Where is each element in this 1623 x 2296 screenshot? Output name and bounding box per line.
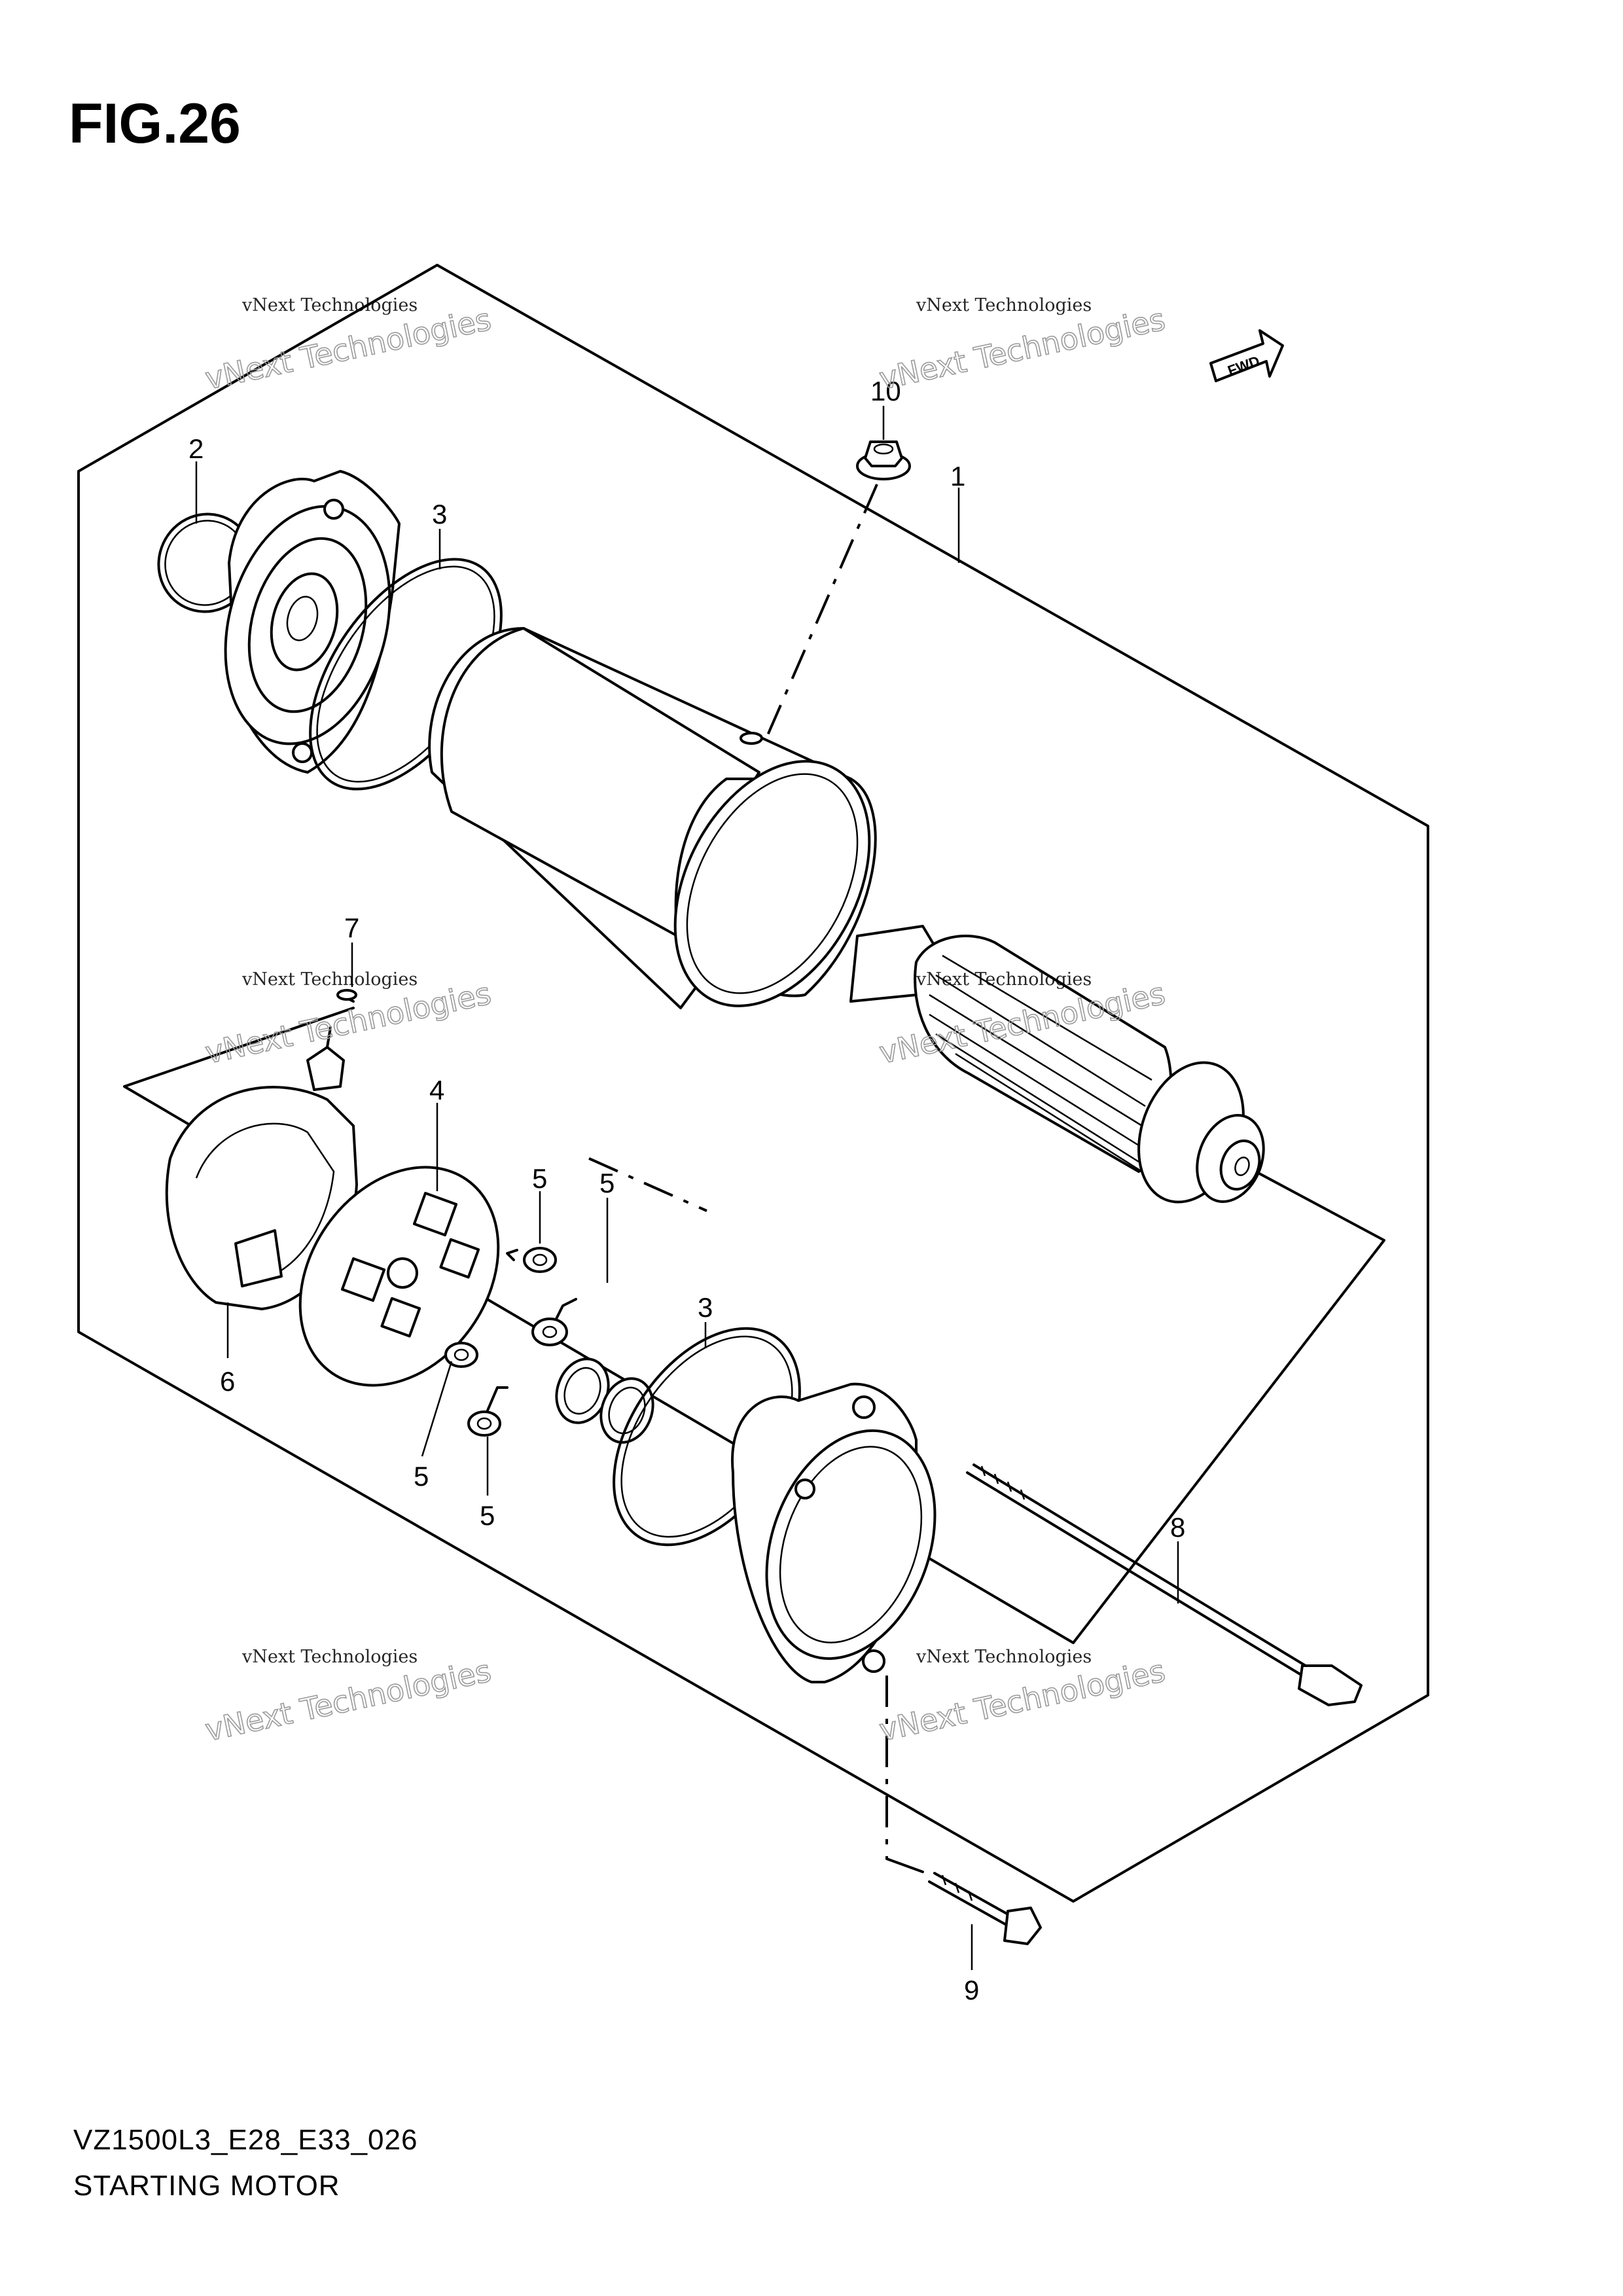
brush-part-5-b [531,1298,577,1346]
rear-cover-part-6 [165,1026,358,1310]
motor-yoke [428,627,877,1009]
armature [849,925,1265,1204]
callout-6: 6 [220,1366,235,1397]
brush-assembly-boundary [123,1007,1385,1644]
watermark-1: vNext Technologies vNext Technologies [202,295,495,397]
fwd-arrow-icon: FWD [1209,329,1284,382]
svg-text:vNext Technologies: vNext Technologies [202,1653,494,1748]
brush-part-5-d [467,1386,508,1437]
callout-4: 4 [429,1075,444,1105]
alignment-line-bolt-end [885,1857,924,1873]
svg-text:vNext Technologies: vNext Technologies [916,1647,1092,1667]
callout-5-a: 5 [532,1163,547,1194]
figure-title: FIG.26 [69,92,241,155]
flange-nut-part-10 [856,440,911,480]
rear-housing [731,1382,936,1683]
brush-part-5-c [444,1342,478,1368]
watermark-5: vNext Technologies vNext Technologies [202,1647,495,1748]
svg-text:vNext Technologies: vNext Technologies [241,969,418,990]
leader-lines [195,406,1179,1970]
alignment-line-brush [588,1157,707,1212]
svg-text:vNext Technologies: vNext Technologies [916,295,1092,315]
callout-5-b: 5 [599,1168,615,1198]
svg-text:vNext Technologies: vNext Technologies [876,1653,1168,1748]
assembly-boundary [77,264,1429,1903]
screw-part-7 [336,989,357,1003]
callout-2: 2 [188,433,204,464]
flange-bolt-part-9 [928,1872,1042,1945]
figure-name: STARTING MOTOR [73,2170,340,2202]
callout-5-d: 5 [480,1500,495,1531]
front-housing [224,470,401,774]
svg-text:vNext Technologies: vNext Technologies [876,301,1168,396]
brush-holder-part-4 [298,1166,500,1387]
callout-3-lower: 3 [698,1292,713,1323]
callout-9: 9 [964,1975,979,2005]
callout-7: 7 [344,912,359,943]
washer-pair [555,1357,654,1444]
callout-5-c: 5 [414,1461,429,1492]
svg-text:vNext Technologies: vNext Technologies [241,295,418,315]
through-bolt-part-8 [966,1463,1363,1706]
callout-3-upper: 3 [432,499,447,529]
watermark-3: vNext Technologies vNext Technologies [202,969,495,1071]
svg-text:vNext Technologies: vNext Technologies [241,1647,418,1667]
watermark-6: vNext Technologies vNext Technologies [876,1647,1169,1748]
callout-numbers: 10 1 2 3 7 4 5 5 3 6 5 5 8 9 [188,376,1185,2005]
watermark-2: vNext Technologies vNext Technologies [876,295,1169,397]
model-code: VZ1500L3_E28_E33_026 [73,2124,418,2156]
alignment-line-nut [764,484,878,740]
brush-part-5-a [506,1247,557,1273]
callout-10: 10 [870,376,901,406]
callout-8: 8 [1170,1512,1185,1543]
callout-1: 1 [950,461,965,492]
svg-text:vNext Technologies: vNext Technologies [916,969,1092,990]
